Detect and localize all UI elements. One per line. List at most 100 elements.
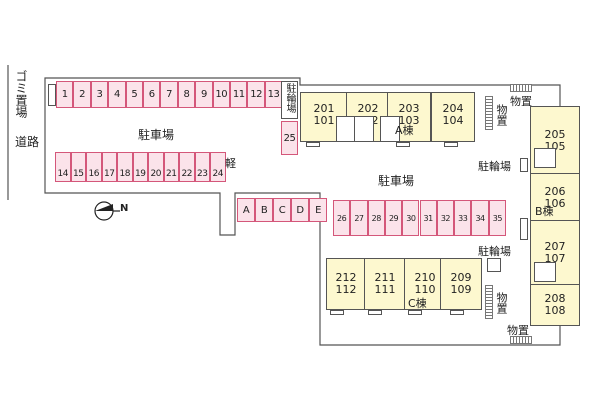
parking-stall-1: 1 <box>56 81 74 108</box>
entrance-b-1 <box>534 262 556 282</box>
parking-stall-18: 18 <box>117 152 133 182</box>
unit-upper-number: 208 <box>544 292 566 305</box>
kei-car-label: 軽 <box>225 157 236 170</box>
unit-upper-number: 207 <box>544 240 566 253</box>
north-arrow: N <box>93 200 133 222</box>
parking-stall-29: 29 <box>384 200 403 236</box>
parking-stall-9: 9 <box>195 81 213 108</box>
unit-upper-number: 210 <box>414 271 436 284</box>
step-c-1 <box>368 310 382 315</box>
north-label: N <box>120 203 129 214</box>
storage-low-label: 物置 <box>495 292 508 314</box>
parking-stall-6: 6 <box>143 81 161 108</box>
parking-stall-19: 19 <box>132 152 148 182</box>
road-label: 道路 <box>15 135 40 149</box>
unit-lower-number: 110 <box>414 283 436 296</box>
bike-parking-mid-label: 駐輪場 <box>478 160 511 173</box>
unit-lower-number: 112 <box>335 283 357 296</box>
parking-stall-7: 7 <box>160 81 178 108</box>
parking-stall-34: 34 <box>471 200 489 236</box>
unit-upper-number: 211 <box>374 271 396 284</box>
parking-stall-24: 24 <box>210 152 226 182</box>
unit-upper-number: 202 <box>357 102 379 115</box>
unit-upper-number: 201 <box>313 102 335 115</box>
bike-rack-lower <box>485 285 493 319</box>
parking-label-west: 駐車場 <box>138 128 175 142</box>
garbage-area-label: ゴミ置場 <box>14 70 28 118</box>
parking-stall-13: 13 <box>264 81 283 108</box>
building-a-label: A棟 <box>395 124 414 137</box>
parking-label-main: 駐車場 <box>378 174 415 188</box>
parking-stall-17: 17 <box>101 152 117 182</box>
unit-upper-number: 206 <box>544 185 566 198</box>
parking-stall-8: 8 <box>177 81 196 108</box>
parking-stall-11: 11 <box>230 81 248 108</box>
parking-stall-28: 28 <box>367 200 385 236</box>
entrance-b-0 <box>534 148 556 168</box>
parking-stall-32: 32 <box>436 200 455 236</box>
unit-upper-number: 209 <box>450 271 472 284</box>
parking-stall-3: 3 <box>90 81 109 108</box>
step-a-0 <box>306 142 320 147</box>
unit-lower-number: 106 <box>544 197 566 210</box>
parking-stall-a: A <box>237 198 255 222</box>
building-c-label: C棟 <box>408 297 427 310</box>
parking-stall-22: 22 <box>179 152 195 182</box>
parking-stall-2: 2 <box>73 81 91 108</box>
bike-parking-top: 駐輪場 <box>281 81 298 119</box>
unit-lower-number: 101 <box>313 114 335 127</box>
storage-bottom-rack <box>510 336 532 344</box>
parking-stall-5: 5 <box>125 81 143 108</box>
parking-stall-b: B <box>255 198 273 222</box>
parking-stall-12: 12 <box>247 81 265 108</box>
storage-box-top <box>520 158 528 172</box>
parking-stall-15: 15 <box>70 152 86 182</box>
building-b-label: B棟 <box>535 205 554 218</box>
parking-stall-27: 27 <box>350 200 368 236</box>
entrance-a-1 <box>354 116 374 142</box>
unit-upper-number: 212 <box>335 271 357 284</box>
garbage-box <box>48 84 56 106</box>
unit-upper-number: 203 <box>398 102 420 115</box>
bike-parking-top-label: 駐輪場 <box>284 83 295 113</box>
step-c-3 <box>450 310 464 315</box>
parking-stall-35: 35 <box>488 200 506 236</box>
bike-parking-low-label: 駐輪場 <box>478 245 511 258</box>
unit-lower-number: 108 <box>544 304 566 317</box>
parking-stall-e: E <box>309 198 327 222</box>
storage-bottom-label: 物置 <box>507 324 529 337</box>
storage-mid-label: 物置 <box>495 104 508 126</box>
parking-stall-21: 21 <box>163 152 179 182</box>
unit-upper-number: 205 <box>544 128 566 141</box>
parking-stall-25: 25 <box>281 121 298 155</box>
unit-lower-number: 109 <box>450 283 472 296</box>
parking-stall-10: 10 <box>212 81 230 108</box>
parking-stall-30: 30 <box>402 200 420 236</box>
parking-stall-33: 33 <box>454 200 472 236</box>
parking-stall-c: C <box>273 198 291 222</box>
step-a-2 <box>444 142 458 147</box>
unit-lower-number: 104 <box>442 114 464 127</box>
entrance-a-2 <box>380 116 400 142</box>
parking-stall-d: D <box>291 198 309 222</box>
storage-box-mid <box>520 218 528 240</box>
unit-lower-number: 111 <box>374 283 396 296</box>
parking-stall-26: 26 <box>333 200 351 236</box>
storage-top-rack <box>510 84 532 92</box>
storage-box-low <box>487 258 501 272</box>
north-arrow-icon <box>94 201 120 221</box>
step-c-2 <box>408 310 422 315</box>
unit-lower-number: 107 <box>544 252 566 265</box>
parking-stall-16: 16 <box>86 152 102 182</box>
storage-top-label: 物置 <box>510 95 532 108</box>
unit-lower-number: 103 <box>398 114 420 127</box>
parking-stall-4: 4 <box>108 81 126 108</box>
unit-upper-number: 204 <box>442 102 464 115</box>
step-c-0 <box>330 310 344 315</box>
